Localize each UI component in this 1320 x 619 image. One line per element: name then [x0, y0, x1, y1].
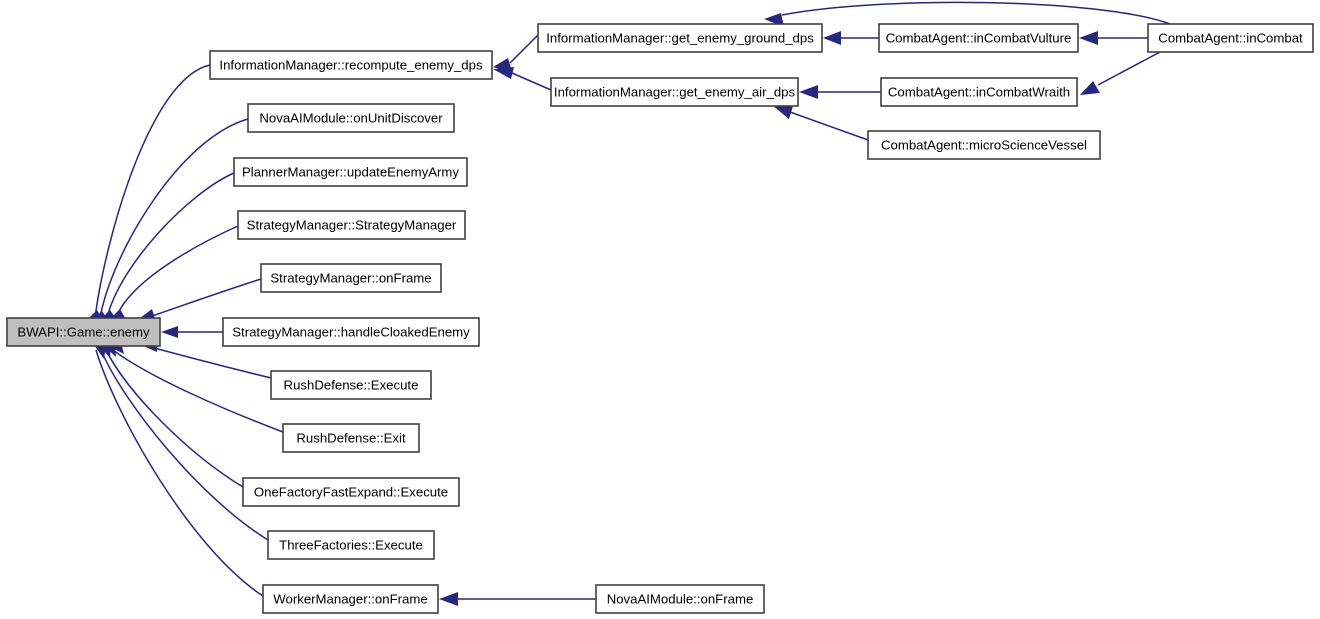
- node-rect[interactable]: [270, 370, 432, 400]
- edge-arrowhead-icon: [823, 31, 841, 45]
- graph-node[interactable]: StrategyManager::onFrame: [260, 263, 442, 293]
- edge-line: [106, 172, 235, 319]
- node-rect[interactable]: [209, 50, 493, 80]
- node-rect[interactable]: [6, 317, 161, 347]
- node-rect[interactable]: [262, 584, 439, 614]
- call-edge: [493, 34, 539, 72]
- node-rect[interactable]: [880, 77, 1078, 107]
- node-rect[interactable]: [867, 130, 1101, 160]
- graph-node[interactable]: WorkerManager::onFrame: [262, 584, 439, 614]
- edge-line: [146, 345, 272, 379]
- node-rect[interactable]: [247, 103, 455, 133]
- graph-node[interactable]: CombatAgent::microScienceVessel: [867, 130, 1101, 160]
- edge-arrowhead-icon: [1080, 81, 1100, 95]
- call-edge: [799, 85, 881, 99]
- node-rect[interactable]: [550, 77, 799, 107]
- edge-line: [145, 278, 262, 319]
- call-edge: [493, 67, 552, 91]
- edge-line: [789, 111, 869, 141]
- edge-arrowhead-icon: [94, 345, 106, 359]
- graph-node[interactable]: CombatAgent::inCombatVulture: [878, 23, 1079, 53]
- call-edge: [94, 345, 264, 597]
- call-edge: [108, 342, 284, 433]
- edge-line: [781, 1, 1171, 25]
- call-edge: [1080, 51, 1161, 95]
- graph-node[interactable]: NovaAIModule::onUnitDiscover: [247, 103, 455, 133]
- graph-node[interactable]: RushDefense::Execute: [270, 370, 432, 400]
- graph-node[interactable]: StrategyManager::handleCloakedEnemy: [222, 317, 480, 347]
- edge-line: [99, 118, 249, 319]
- edge-line: [112, 349, 284, 433]
- call-edge: [102, 172, 235, 322]
- node-rect[interactable]: [242, 477, 460, 507]
- call-edge: [772, 105, 869, 141]
- graph-node[interactable]: ThreeFactories::Execute: [267, 530, 435, 560]
- call-edge: [111, 225, 239, 321]
- edge-line: [115, 225, 239, 319]
- edge-line: [511, 72, 552, 91]
- call-edge: [95, 118, 249, 323]
- edge-line: [1097, 51, 1161, 86]
- edge-arrowhead-icon: [439, 592, 458, 606]
- graph-node[interactable]: OneFactoryFastExpand::Execute: [242, 477, 460, 507]
- edge-line: [100, 349, 269, 541]
- edge-arrowhead-icon: [493, 67, 514, 79]
- node-rect[interactable]: [1147, 23, 1314, 53]
- node-rect[interactable]: [237, 210, 466, 240]
- node-rect[interactable]: [537, 23, 823, 53]
- graph-node[interactable]: RushDefense::Exit: [282, 423, 420, 453]
- nodes-layer: BWAPI::Game::enemy InformationManager::re…: [6, 23, 1314, 614]
- node-rect[interactable]: [282, 423, 420, 453]
- graph-node[interactable]: NovaAIModule::onFrame: [595, 584, 765, 614]
- node-rect[interactable]: [260, 263, 442, 293]
- node-rect[interactable]: [267, 530, 435, 560]
- graph-node[interactable]: CombatAgent::inCombatWraith: [880, 77, 1078, 107]
- call-edge: [140, 278, 262, 322]
- edge-arrowhead-icon: [1079, 31, 1098, 45]
- graph-node[interactable]: PlannerManager::updateEnemyArmy: [233, 157, 468, 187]
- call-edge: [823, 31, 879, 45]
- graph-node[interactable]: InformationManager::get_enemy_ground_dps: [537, 23, 823, 53]
- node-rect[interactable]: [595, 584, 765, 614]
- node-rect[interactable]: [233, 157, 468, 187]
- graph-node[interactable]: StrategyManager::StrategyManager: [237, 210, 466, 240]
- graph-node-root[interactable]: BWAPI::Game::enemy: [6, 317, 161, 347]
- call-edge: [1079, 31, 1148, 45]
- graph-node[interactable]: InformationManager::get_enemy_air_dps: [550, 77, 799, 107]
- edge-line: [95, 349, 264, 597]
- edge-line: [509, 34, 539, 64]
- edge-line: [94, 64, 211, 319]
- node-rect[interactable]: [878, 23, 1079, 53]
- graph-node[interactable]: InformationManager::recompute_enemy_dps: [209, 50, 493, 80]
- edge-line: [105, 349, 244, 488]
- call-edge: [161, 326, 223, 338]
- call-edge: [439, 592, 596, 606]
- edge-arrowhead-icon: [772, 105, 793, 119]
- edge-arrowhead-icon: [799, 85, 818, 99]
- call-edge: [89, 64, 211, 322]
- node-rect[interactable]: [222, 317, 480, 347]
- graph-node[interactable]: CombatAgent::inCombat: [1147, 23, 1314, 53]
- edge-arrowhead-icon: [161, 326, 178, 338]
